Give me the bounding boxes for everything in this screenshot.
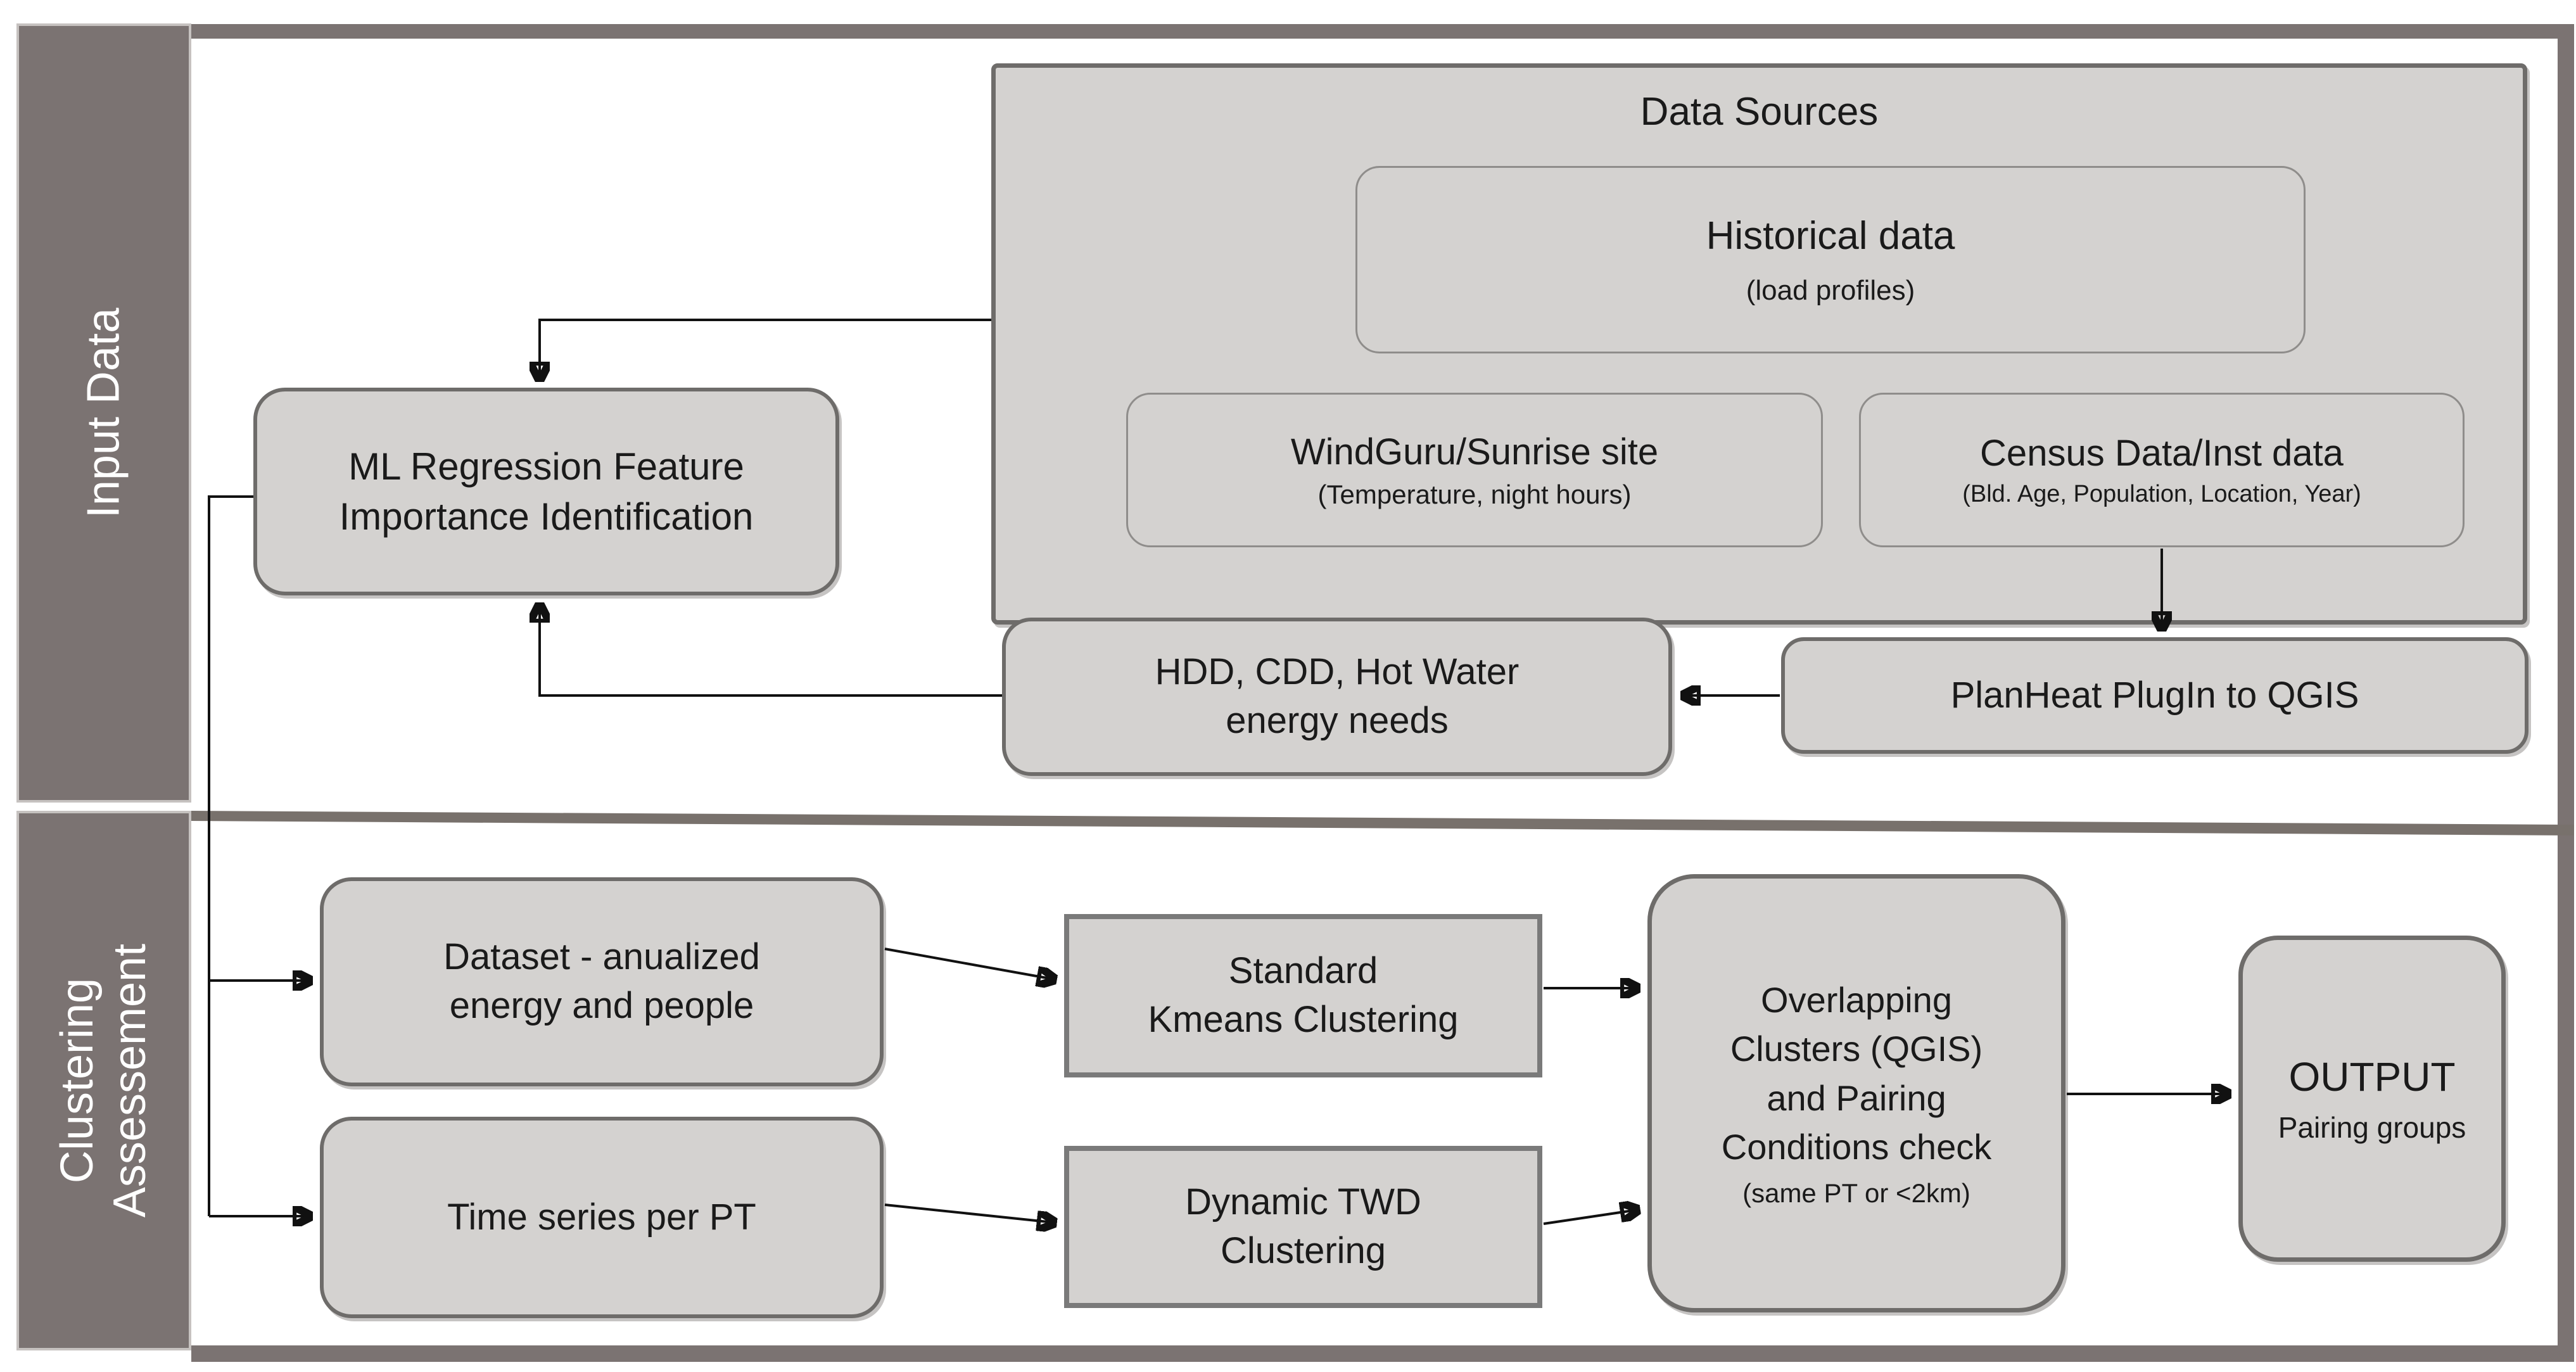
historical-data-title: Historical data (1706, 213, 1955, 258)
input-data-section-label: Input Data (78, 308, 130, 518)
arrow-timeseries-to-twd (884, 1204, 1054, 1223)
box-overlapping-clusters-check: Overlapping Clusters (QGIS) and Pairing … (1647, 874, 2065, 1312)
census-subtitle: (Bld. Age, Population, Location, Year) (1962, 481, 2361, 507)
ml-box-line2: Importance Identification (339, 495, 754, 538)
windguru-subtitle: (Temperature, night hours) (1317, 479, 1632, 509)
kmeans-box-line1: Standard (1228, 950, 1378, 992)
box-output-pairing-groups: OUTPUT Pairing groups (2238, 936, 2506, 1262)
dataset-box-line1: Dataset - anualized (443, 936, 760, 978)
clustering-label-line2: Assessement (105, 943, 155, 1218)
box-census-data: Census Data/Inst data (Bld. Age, Populat… (1859, 393, 2465, 547)
overlap-box-line1: Overlapping (1761, 980, 1952, 1020)
overlap-box-subtitle: (same PT or <2km) (1742, 1178, 1970, 1209)
output-title: OUTPUT (2288, 1054, 2456, 1100)
frame-bottom-bar (191, 1345, 2574, 1362)
arrow-dataset-to-kmeans (884, 948, 1054, 979)
line-ml-branch-stem (208, 495, 253, 1216)
section-rail-input-data: Input Data (16, 23, 191, 803)
clustering-label-line1: Clustering (52, 977, 103, 1184)
frame-top-bar (191, 24, 2560, 39)
box-dynamic-twd-clustering: Dynamic TWD Clustering (1064, 1146, 1542, 1308)
input-data-label-text: Input Data (78, 307, 129, 519)
overlap-box-line2: Clusters (QGIS) (1730, 1029, 1983, 1069)
twd-box-line2: Clustering (1220, 1230, 1386, 1271)
box-standard-kmeans-clustering: Standard Kmeans Clustering (1064, 914, 1542, 1077)
box-ml-regression-feature: ML Regression Feature Importance Identif… (253, 388, 839, 595)
arrow-twd-to-overlap (1543, 1210, 1637, 1225)
data-sources-title: Data Sources (1640, 90, 1879, 134)
box-time-series-per-pt: Time series per PT (320, 1117, 884, 1318)
planheat-title: PlanHeat PlugIn to QGIS (1950, 674, 2359, 716)
twd-box-line1: Dynamic TWD (1185, 1181, 1421, 1223)
hdd-box-line2: energy needs (1226, 700, 1449, 741)
overlap-box-line4: Conditions check (1721, 1126, 1992, 1167)
arrow-datasources-to-ml (540, 319, 991, 379)
box-planheat-plugin: PlanHeat PlugIn to QGIS (1781, 637, 2528, 754)
census-title: Census Data/Inst data (1980, 433, 2344, 474)
section-rail-clustering-assessment: Clustering Assessement (16, 811, 191, 1350)
hdd-box-line1: HDD, CDD, Hot Water (1155, 651, 1520, 693)
kmeans-box-line2: Kmeans Clustering (1148, 999, 1459, 1040)
windguru-title: WindGuru/Sunrise site (1290, 431, 1659, 473)
box-windguru-sunrise-site: WindGuru/Sunrise site (Temperature, nigh… (1126, 393, 1823, 547)
historical-data-subtitle: (load profiles) (1746, 274, 1915, 306)
box-historical-data: Historical data (load profiles) (1355, 166, 2306, 353)
output-subtitle: Pairing groups (2278, 1110, 2466, 1144)
clustering-assessment-section-label: Clustering Assessement (51, 944, 156, 1217)
box-hdd-cdd-hot-water: HDD, CDD, Hot Water energy needs (1002, 618, 1672, 776)
frame-right-bar (2558, 24, 2574, 1362)
dataset-box-line2: energy and people (449, 985, 754, 1026)
ml-box-line1: ML Regression Feature (348, 445, 744, 488)
timeseries-title: Time series per PT (447, 1196, 756, 1238)
section-divider (191, 811, 2574, 835)
overlap-box-line3: and Pairing (1767, 1077, 1946, 1118)
arrow-hdd-to-ml (540, 606, 1002, 697)
box-dataset-anualized: Dataset - anualized energy and people (320, 877, 884, 1086)
